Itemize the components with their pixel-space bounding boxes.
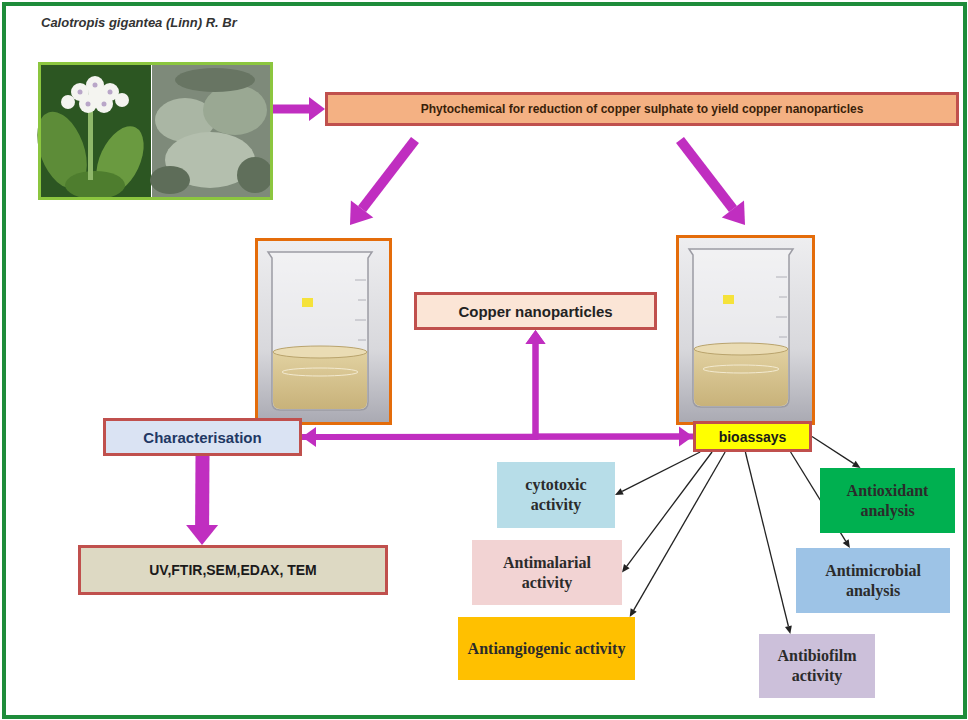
technique-box: UV,FTIR,SEM,EDAX, TEM [78,545,388,595]
beaker-photo [678,237,814,424]
assay-box: cytotoxic activity [497,462,615,528]
arrow-head [309,97,325,121]
beaker-photo [257,240,391,424]
photo-heading: Calotropis gigantea (Linn) R. Br [41,15,237,30]
arrow-head [622,564,630,573]
assay-box: Antimicrobial analysis [796,548,950,613]
box-label: Phytochemical for reduction of copper su… [421,102,864,116]
connector [630,452,725,617]
connector-line [812,437,854,464]
connector-line [634,452,725,610]
box-label: Antioxidant analysis [826,481,949,521]
connector [745,452,791,634]
arrow-head [843,539,850,548]
box-label: bioassays [719,429,787,445]
plant-photo [28,65,273,201]
connector-line [273,104,309,113]
connector-line [195,456,209,525]
assay-box: Antimalarial activity [472,540,622,605]
arrow-head [526,330,546,344]
connector-line [745,452,788,626]
process-box: bioassays [693,421,812,452]
arrow-head [630,608,637,617]
flow-arrow [350,140,745,225]
connector [526,330,694,437]
connector [615,452,700,495]
box-label: UV,FTIR,SEM,EDAX, TEM [149,562,317,578]
arrow-head [852,461,861,468]
box-label: Antimicrobial analysis [802,561,944,601]
connector-line [536,344,694,437]
process-box: Characterisation [103,418,302,456]
assay-box: Antibiofilm activity [759,634,875,698]
assay-box: Antioxidant analysis [820,468,955,533]
connector [273,97,325,121]
connector [302,330,546,437]
box-label: cytotoxic activity [503,475,609,515]
box-label: Antiangiogenic activity [468,639,626,659]
arrow-head [526,330,546,344]
outer-frame [4,4,965,717]
arrow-head [785,625,792,634]
connector [622,452,712,573]
photo-box: Calotropis gigantea (Linn) R. Br [38,62,273,200]
assay-box: Antiangiogenic activity [458,617,635,680]
connector-line [622,452,700,491]
product-box: Copper nanoparticles [414,292,657,330]
process-box: Phytochemical for reduction of copper su… [325,92,959,126]
box-label: Antibiofilm activity [765,646,869,686]
box-label: Antimalarial activity [478,553,616,593]
arrow-head [186,525,218,545]
connector [186,456,218,545]
box-label: Copper nanoparticles [458,303,612,320]
connector [812,437,861,469]
arrow-head [615,488,624,495]
box-label: Characterisation [143,429,261,446]
connector-line [302,344,536,437]
